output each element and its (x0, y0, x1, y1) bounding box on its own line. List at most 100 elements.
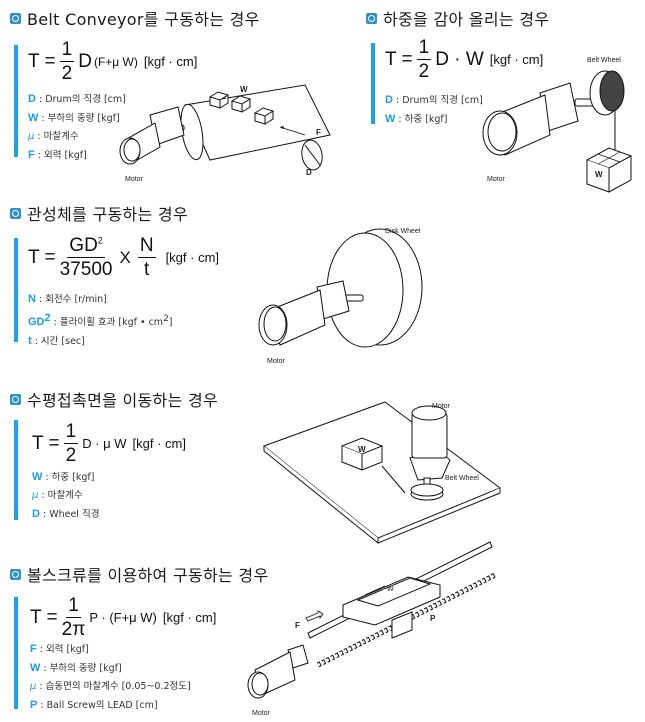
bullet-icon (10, 568, 21, 580)
wheel-label: Belt Wheel (445, 475, 479, 482)
force-arrow-icon (305, 610, 324, 622)
formula-unit: [kgf · cm] (489, 52, 544, 67)
accent-bar (14, 45, 18, 157)
force-label: F (295, 621, 300, 630)
formula-body: P · (F+μ W) (89, 610, 157, 625)
fraction-denominator: 2 (418, 61, 430, 82)
legend-item: P : Ball Screw의 LEAD [cm] (30, 699, 158, 711)
superscript: 2 (97, 235, 103, 246)
formula-lhs: T = (28, 246, 56, 268)
fraction: 1 2 (416, 37, 432, 82)
load-label: W (387, 586, 394, 593)
fraction: GD2 37500 (60, 236, 113, 279)
legend-item: GD2 : 플라이휠 효과 [kgf • cm2] (28, 312, 173, 329)
times-sign: X (119, 247, 131, 267)
fraction-numerator: 1 (63, 421, 79, 444)
title-text: 볼스크류를 이용하여 구동하는 경우 (27, 566, 269, 585)
legend-ball-screw: F : 외력 [kgf] W : 부하의 중량 [kgf] μ : 습동면의 마… (30, 640, 191, 715)
formula-unit: [kgf · cm] (132, 436, 186, 451)
legend-item: W : 하중 [kgf] (385, 113, 448, 125)
bullet-icon (10, 393, 21, 405)
title-text: 관성체를 구동하는 경우 (27, 205, 188, 224)
legend-belt-conveyor: D : Drum의 직경 [cm] W : 부하의 중량 [kgf] μ : 마… (28, 90, 126, 165)
formula-belt-conveyor: T = 1 2 D (F+μ W) [kgf · cm] (28, 40, 197, 83)
belt-conveyor-diagram: Motor W F D (119, 84, 331, 183)
fraction-denominator: t (144, 259, 150, 280)
legend-item: D : Drum의 직경 [cm] (385, 94, 483, 106)
bullet-icon (10, 207, 21, 219)
fraction-denominator: 37500 (59, 259, 113, 280)
load-plate (356, 577, 432, 607)
formula-paren: (F+μ W) (93, 54, 138, 69)
section-title-ball-screw: 볼스크류를 이용하여 구동하는 경우 (10, 562, 268, 586)
fraction-denominator: 2π (61, 619, 86, 640)
force-label: F (316, 128, 321, 137)
fraction: 1 2π (62, 596, 86, 639)
fraction-numerator: 1 (416, 37, 432, 60)
formula-horizontal: T = 1 2 D · μ W [kgf · cm] (32, 422, 186, 465)
legend-item: μ : 마찰계수 (32, 490, 83, 501)
legend-item: W : 부하의 중량 [kgf] (28, 112, 120, 124)
fraction-numerator: 1 (66, 595, 81, 618)
load-box-icon (253, 107, 275, 125)
ball-screw-diagram: W F P Motor (247, 541, 497, 717)
fraction: 1 2 (63, 421, 79, 465)
load-box-icon (208, 91, 230, 109)
title-text: Belt Conveyor를 구동하는 경우 (27, 10, 260, 29)
fraction-numerator: GD (69, 235, 98, 256)
motor-label: Motor (125, 176, 144, 183)
legend-item: t : 시간 [sec] (28, 335, 85, 348)
bullet-icon (10, 12, 21, 24)
section-title-horizontal: 수평접촉면을 이동하는 경우 (10, 387, 218, 411)
legend-item: F : 외력 [kgf] (28, 149, 87, 161)
fraction: N t (137, 236, 156, 280)
accent-bar (14, 420, 18, 520)
legend-item: μ : 습동면의 마찰계수 [0.05~0.2정도] (30, 681, 191, 692)
legend-item: W : 하중 [kgf] (32, 471, 95, 483)
section-title-belt-conveyor: Belt Conveyor를 구동하는 경우 (10, 6, 260, 30)
bullet-icon (366, 12, 377, 24)
hoisting-diagram: Belt Wheel Motor W (482, 57, 633, 193)
inertia-diagram: Disk Wheel Motor (258, 228, 423, 365)
formula-inertia: T = GD2 37500 X N t [kgf · cm] (28, 236, 219, 279)
formula-ball-screw: T = 1 2π P · (F+μ W) [kgf · cm] (30, 596, 216, 639)
formula-unit: [kgf · cm] (165, 250, 220, 265)
formula-unit: [kgf · cm] (162, 610, 217, 625)
motor-label: Motor (252, 710, 271, 717)
fraction-numerator: 1 (59, 39, 75, 62)
load-label: W (240, 85, 248, 94)
accent-bar (14, 597, 18, 709)
legend-item: μ : 마찰계수 (28, 131, 79, 142)
load-label: W (595, 170, 603, 179)
lead-label: P (430, 614, 436, 623)
plate-icon (262, 401, 502, 539)
motor-label: Motor (487, 176, 506, 183)
legend-item: W : 부하의 중량 [kgf] (30, 662, 122, 674)
formula-body: D (78, 50, 92, 72)
wheel-label: Disk Wheel (385, 228, 421, 235)
formula-body: D · W (435, 48, 484, 70)
formula-lhs: T = (32, 432, 60, 454)
accent-bar (14, 238, 18, 342)
motor-label: Motor (267, 358, 286, 365)
section-title-hoisting: 하중을 감아 올리는 경우 (366, 6, 549, 30)
title-text: 수평접촉면을 이동하는 경우 (27, 391, 219, 410)
legend-item: D : Wheel 직경 (32, 508, 100, 520)
legend-hoisting: D : Drum의 직경 [cm] W : 하중 [kgf] (385, 91, 483, 129)
load-label: W (358, 445, 366, 454)
formula-hoisting: T = 1 2 D · W [kgf · cm] (385, 38, 543, 81)
fraction-denominator: 2 (61, 63, 73, 84)
title-text: 하중을 감아 올리는 경우 (383, 10, 550, 29)
legend-inertia: N : 회전수 [r/min] GD2 : 플라이휠 효과 [kgf • cm2… (28, 290, 173, 351)
wheel-label: Belt Wheel (587, 57, 621, 64)
horizontal-diagram: Motor W Belt Wheel (262, 401, 502, 545)
formula-unit: [kgf · cm] (143, 54, 198, 69)
legend-item: F : 외력 [kgf] (30, 643, 89, 655)
motor-label: Motor (432, 403, 451, 410)
legend-item: D : Drum의 직경 [cm] (28, 93, 126, 105)
legend-horizontal: W : 하중 [kgf] μ : 마찰계수 D : Wheel 직경 (32, 468, 99, 524)
fraction: 1 2 (59, 39, 75, 84)
load-box-icon (230, 95, 252, 113)
formula-lhs: T = (28, 50, 56, 72)
formula-body: D · μ W (82, 436, 127, 451)
